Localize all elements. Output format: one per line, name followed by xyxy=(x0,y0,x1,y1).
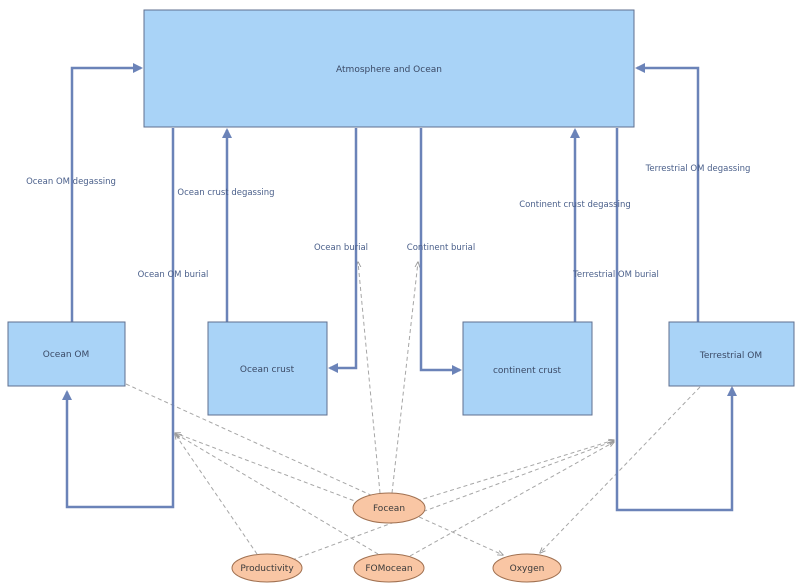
label-ocean-crust-degassing[interactable]: Ocean crust degassing xyxy=(177,188,274,198)
pipe-ocean-om-burial xyxy=(62,128,175,509)
link-terrestrialom-oxygen xyxy=(540,386,701,553)
variable-productivity[interactable]: Productivity xyxy=(231,553,303,583)
variable-fomocean-label: FOMocean xyxy=(365,564,412,574)
variable-oxygen[interactable]: Oxygen xyxy=(492,553,562,583)
pipe-ocean-burial xyxy=(328,128,358,373)
pipe-continent-burial xyxy=(419,128,462,375)
stock-atmosphere-ocean[interactable]: Atmosphere and Ocean xyxy=(143,9,635,128)
link-productivity-terrestrialomburial xyxy=(291,441,614,561)
stock-ocean-crust-label: Ocean crust xyxy=(240,365,295,375)
link-fomocean-oceanomburial xyxy=(176,434,379,555)
variable-oxygen-label: Oxygen xyxy=(510,564,545,574)
variable-productivity-label: Productivity xyxy=(240,564,294,574)
stock-ocean-om[interactable]: Ocean OM xyxy=(7,321,126,387)
label-ocean-om-degassing[interactable]: Ocean OM degassing xyxy=(26,177,116,187)
label-continent-crust-degassing[interactable]: Continent crust degassing xyxy=(519,200,631,210)
dependency-links xyxy=(125,262,701,561)
label-terrestrial-om-degassing[interactable]: Terrestrial OM degassing xyxy=(645,164,751,174)
stock-ocean-crust[interactable]: Ocean crust xyxy=(207,321,328,416)
pipe-terrestrial-om-burial xyxy=(615,128,737,512)
variable-focean-label: Focean xyxy=(373,504,405,514)
stock-terrestrial-om[interactable]: Terrestrial OM xyxy=(668,321,795,387)
label-ocean-burial[interactable]: Ocean burial xyxy=(314,243,368,253)
link-focean-oceanomburial xyxy=(175,433,361,504)
variable-fomocean[interactable]: FOMocean xyxy=(353,553,425,583)
label-ocean-om-burial[interactable]: Ocean OM burial xyxy=(138,270,209,280)
stock-continent-crust-label: continent crust xyxy=(493,366,562,376)
pipe-ocean-om-degassing xyxy=(70,63,143,322)
variable-focean[interactable]: Focean xyxy=(352,492,426,524)
stock-atmosphere-label: Atmosphere and Ocean xyxy=(336,65,442,75)
link-productivity-oceanomburial xyxy=(175,434,258,555)
link-focean-terrestrialomburial xyxy=(409,440,614,504)
link-focean-continentburial xyxy=(391,262,418,494)
stock-continent-crust[interactable]: continent crust xyxy=(462,321,593,416)
pipe-terrestrial-om-degassing xyxy=(635,63,700,322)
flow-pipes xyxy=(62,63,737,512)
label-terrestrial-om-burial[interactable]: Terrestrial OM burial xyxy=(572,270,659,280)
stock-ocean-om-label: Ocean OM xyxy=(43,350,90,360)
label-continent-burial[interactable]: Continent burial xyxy=(407,243,475,253)
stock-terrestrial-om-label: Terrestrial OM xyxy=(699,351,762,361)
link-oceanom-oxygen xyxy=(125,383,503,555)
flow-labels: Ocean OM degassing Ocean OM burial Ocean… xyxy=(26,164,750,280)
link-focean-oceanburial xyxy=(358,262,381,494)
link-fomocean-terrestrialomburial xyxy=(409,442,614,557)
